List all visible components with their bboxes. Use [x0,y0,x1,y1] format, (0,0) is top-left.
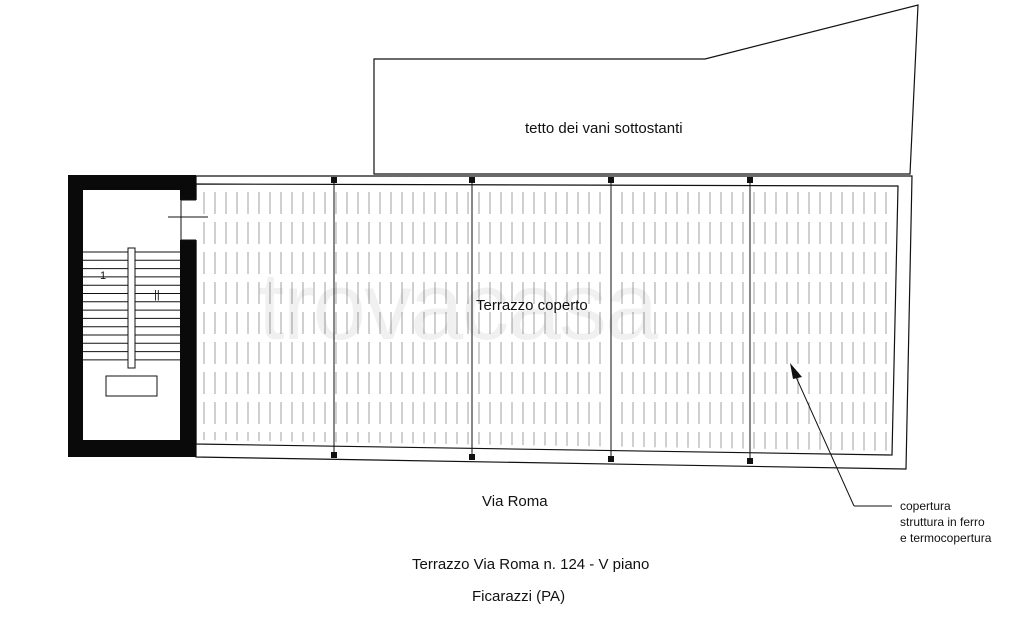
annotation-line-3: e termocopertura [900,531,992,545]
roof-label: tetto dei vani sottostanti [525,120,683,137]
column [608,177,614,183]
stair-mark-right: || [154,289,160,301]
column [469,454,475,460]
door-opening [179,200,197,240]
column [469,177,475,183]
annotation-line-1: copertura [900,499,951,513]
column [608,456,614,462]
drawing-location: Ficarazzi (PA) [472,588,566,605]
beams [333,180,751,461]
column [331,452,337,458]
terrace-label: Terrazzo coperto [476,297,588,314]
column [331,177,337,183]
steel-columns [331,177,753,464]
column [747,458,753,464]
annotation-line-2: struttura in ferro [900,515,985,529]
stair-well [127,247,136,369]
street-label: Via Roma [482,493,548,510]
annotation-leader [791,367,855,507]
stair-mark-left: 1 [100,270,107,282]
watermark: trovacasa [258,253,658,360]
roof-outline [373,4,919,175]
stairwell [68,175,208,457]
arrow-head-icon [790,363,802,379]
canopy-hatching [203,192,887,451]
column [747,177,753,183]
drawing-title: Terrazzo Via Roma n. 124 - V piano [412,556,650,573]
stair-landing [105,375,158,397]
